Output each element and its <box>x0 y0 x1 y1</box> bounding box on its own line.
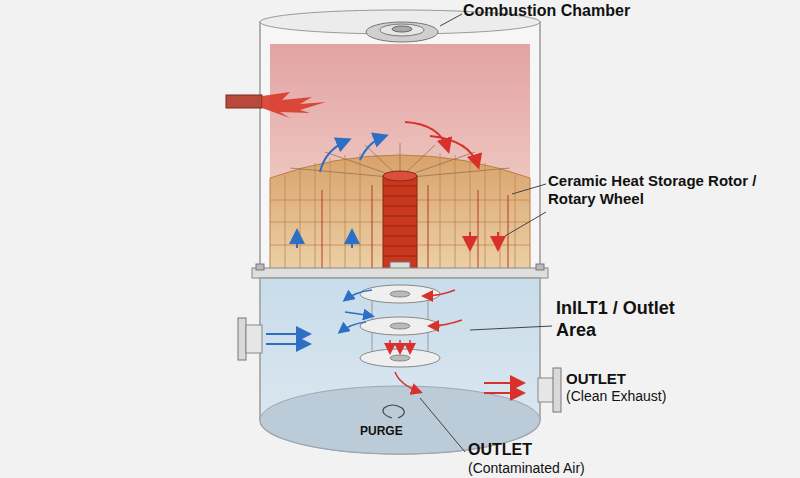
top-flange-hub <box>392 26 412 32</box>
lower-shell <box>260 278 540 454</box>
burner-pipe <box>226 95 262 108</box>
callout-label: (Clean Exhaust) <box>566 388 666 405</box>
mid-flange <box>252 268 548 278</box>
callout-label: Combustion Chamber <box>463 1 630 20</box>
inlet-arrows <box>266 334 308 344</box>
top-flange-ring <box>380 24 424 36</box>
ceramic-bed <box>270 155 530 272</box>
shaft-rings <box>383 186 417 256</box>
inlet-pipe <box>246 325 262 353</box>
central-shaft <box>383 176 417 272</box>
upper-shell <box>260 22 540 272</box>
outlet-arrows <box>484 383 522 393</box>
callout-label: OUTLET <box>468 440 532 459</box>
shaft-top <box>383 171 417 181</box>
inlet-flange <box>238 318 246 360</box>
callout-label: OUTLET <box>566 370 626 388</box>
flange-bolt <box>256 264 264 270</box>
callout-label: PURGE <box>360 424 403 438</box>
outlet-flange <box>553 368 561 412</box>
top-flange <box>366 22 438 42</box>
disc-blue-arrows <box>340 290 372 332</box>
callout-label: (Contaminated Air) <box>468 460 585 477</box>
blue-flow-arrows <box>297 136 385 248</box>
outlet-pipe <box>538 378 554 402</box>
flange-bolt <box>536 264 544 270</box>
purge-symbol <box>383 405 404 418</box>
disc-red-arrows <box>390 290 462 392</box>
valve-discs <box>360 285 440 367</box>
callout-label: InlLT1 / Outlet Area <box>556 298 681 341</box>
bed-texture <box>270 153 530 272</box>
callout-label: Ceramic Heat Storage Rotor / Rotary Whee… <box>548 172 770 208</box>
combustion-zone <box>270 44 530 272</box>
flame-arrows <box>262 92 326 118</box>
red-flow-arrows <box>405 122 498 248</box>
leader-lines <box>420 14 552 452</box>
